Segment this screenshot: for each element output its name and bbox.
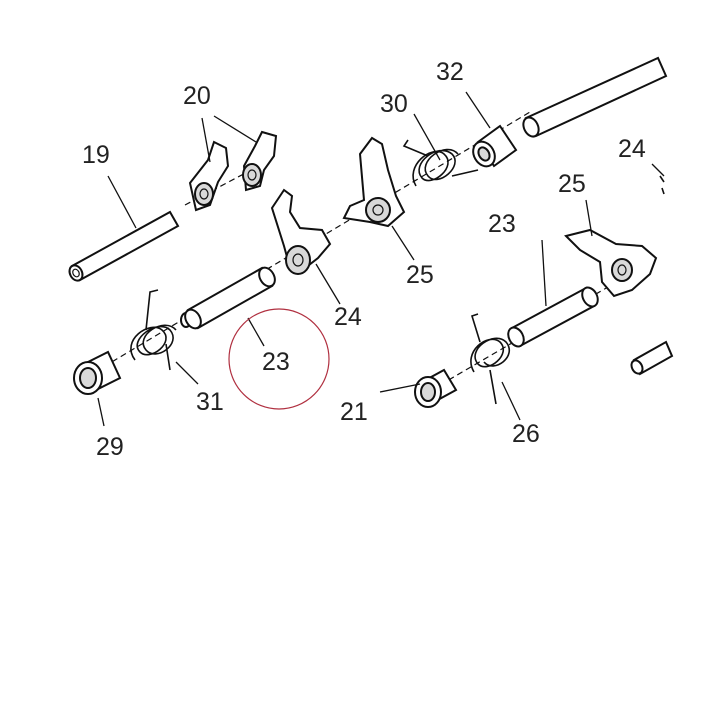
part-32-collar: [472, 124, 518, 168]
label-part-31: 31: [196, 388, 224, 416]
label-part-23-right: 23: [488, 210, 516, 238]
label-part-21: 21: [340, 398, 368, 426]
short-shaft-lower-right: [630, 340, 674, 376]
label-part-20: 20: [183, 82, 211, 110]
part-26-spring: [470, 313, 511, 405]
part-19-pin: [68, 210, 180, 282]
part-23-sleeve-right: [507, 286, 599, 348]
highlight-circle: [228, 308, 330, 410]
part-labels: 19 20 21 23 23 24 25 25 26 29 30 31 32 2…: [82, 58, 646, 461]
label-part-24-center: 24: [334, 303, 362, 331]
part-30-spring: [402, 139, 479, 187]
part-20-lever-b: [242, 130, 278, 192]
label-part-30: 30: [380, 90, 408, 118]
part-29-bushing: [73, 350, 122, 395]
leader-lines: [97, 91, 665, 427]
part-25-fork-right: [564, 228, 658, 298]
part-31-spring: [130, 289, 192, 371]
label-part-23-circled: 23: [262, 348, 290, 376]
label-part-25-upper: 25: [406, 261, 434, 289]
label-part-19: 19: [82, 141, 110, 169]
axis-centerlines: [94, 111, 621, 386]
part-20-lever-a: [188, 140, 230, 212]
part-25-fork-upper: [342, 136, 406, 228]
part-23-sleeve-center: [184, 266, 276, 330]
label-part-25-right: 25: [558, 170, 586, 198]
long-shaft-upper: [522, 56, 668, 138]
label-part-26: 26: [512, 420, 540, 448]
part-21-bushing: [414, 368, 458, 408]
label-part-24-right: 24: [618, 135, 646, 163]
part-24-fork-center: [270, 188, 332, 275]
label-part-29: 29: [96, 433, 124, 461]
label-part-32: 32: [436, 58, 464, 86]
part-24-fragment-right: [659, 175, 665, 195]
